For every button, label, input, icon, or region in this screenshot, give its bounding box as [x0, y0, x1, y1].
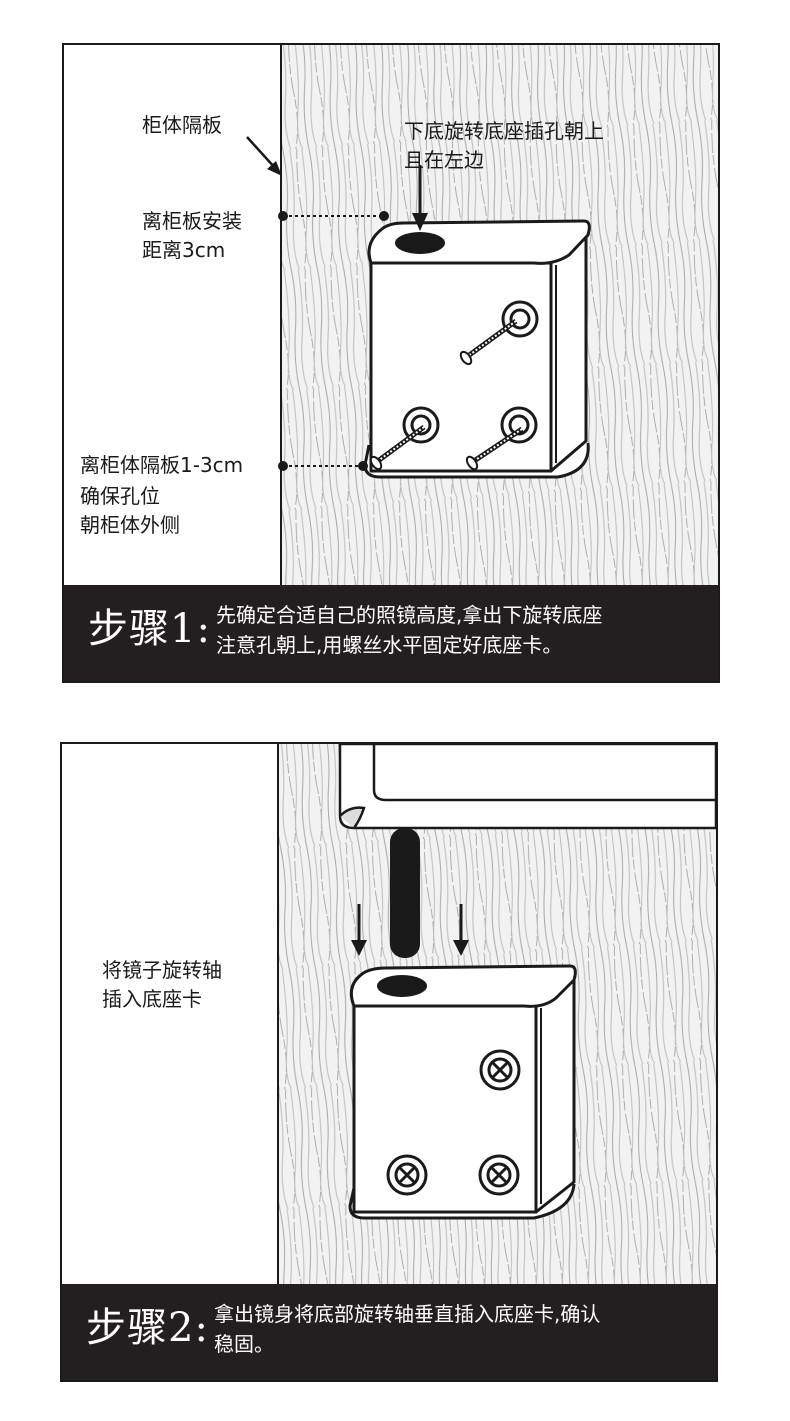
label-insert-line1: 将镜子旋转轴	[102, 958, 222, 982]
step2-title: 步骤2:	[86, 1305, 209, 1351]
screw-3	[465, 426, 524, 471]
label-install-distance-line1: 离柜板安装	[142, 209, 242, 233]
step1-illustration	[246, 45, 718, 585]
insert-arrow-right	[453, 904, 469, 956]
top-insert-hole	[395, 232, 445, 254]
installed-screw-bottom-right	[478, 1154, 520, 1196]
step1-panel: 柜体隔板 下底旋转底座插孔朝上 且在左边 离柜板安装 距离3cm 离柜体隔板1-…	[62, 43, 720, 683]
partition-arrow	[246, 136, 282, 176]
hole-arrow	[412, 165, 428, 231]
screw-2	[369, 424, 426, 471]
label-top-hole-line2: 且在左边	[404, 148, 484, 172]
screw-hole-bottom-left	[402, 406, 440, 444]
label-install-distance-line2: 距离3cm	[142, 238, 226, 262]
step1-description-line1: 先确定合适自己的照镜高度,拿出下旋转底座	[216, 603, 603, 627]
rotation-shaft	[390, 828, 420, 958]
step2-instruction-bar: 步骤2: 拿出镜身将底部旋转轴垂直插入底座卡,确认 稳固。	[62, 1284, 716, 1380]
label-partition-gap-line3: 朝柜体外侧	[80, 513, 180, 537]
step2-panel: 将镜子旋转轴 插入底座卡 步骤2: 拿出镜身将底部旋转轴垂直插入底座卡,确认 稳…	[60, 742, 718, 1382]
insert-arrow-left	[351, 904, 367, 956]
step2-description-line1: 拿出镜身将底部旋转轴垂直插入底座卡,确认	[214, 1302, 601, 1326]
installed-screw-top	[479, 1049, 521, 1091]
step2-illustration	[277, 744, 716, 1284]
step1-instruction-bar: 步骤1: 先确定合适自己的照镜高度,拿出下旋转底座 注意孔朝上,用螺丝水平固定好…	[64, 585, 718, 681]
label-partition: 柜体隔板	[142, 113, 222, 137]
installed-screw-bottom-left	[386, 1154, 428, 1196]
step1-title: 步骤1:	[88, 606, 211, 652]
label-partition-gap-line1: 离柜体隔板1-3cm	[80, 453, 244, 477]
step2-description-line2: 稳固。	[214, 1332, 274, 1356]
top-insert-hole	[377, 975, 427, 997]
label-top-hole-line1: 下底旋转底座插孔朝上	[404, 119, 604, 143]
mirror-frame	[338, 744, 716, 830]
screw-1	[459, 318, 518, 366]
label-insert-line2: 插入底座卡	[102, 987, 202, 1011]
screw-hole-top	[501, 300, 539, 338]
base-bracket	[348, 964, 577, 1220]
label-partition-gap-line2: 确保孔位	[80, 484, 160, 508]
step1-description-line2: 注意孔朝上,用螺丝水平固定好底座卡。	[216, 633, 563, 657]
